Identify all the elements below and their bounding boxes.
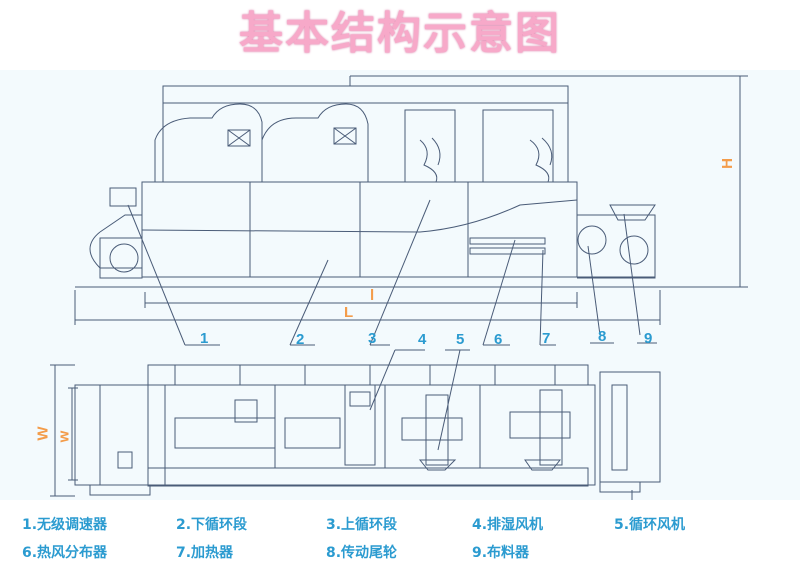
dimension-height-label: H (718, 158, 736, 169)
legend-item: 3.上循环段 (326, 517, 398, 533)
legend-item: 6.热风分布器 (22, 545, 108, 561)
diagram-background (0, 70, 800, 500)
legend-item: 8.传动尾轮 (326, 545, 398, 561)
callout-4: 4 (418, 331, 427, 348)
plan-view (50, 349, 661, 500)
legend-item: 4.排湿风机 (472, 517, 544, 533)
callout-5: 5 (456, 331, 465, 348)
callout-6: 6 (494, 331, 503, 348)
legend-item: 7.加热器 (176, 545, 234, 561)
callout-8: 8 (598, 328, 607, 345)
dimension-inner-length-label: l (370, 287, 375, 304)
legend-item: 1.无级调速器 (22, 517, 108, 533)
callout-7: 7 (542, 330, 551, 347)
callout-2: 2 (296, 331, 305, 348)
callout-9: 9 (644, 330, 653, 347)
dimension-width-label: W (34, 426, 52, 441)
legend-item: 9.布料器 (472, 545, 530, 561)
legend-item: 5.循环风机 (614, 517, 686, 533)
page-title: 基本结构示意图 (239, 8, 561, 59)
side-view (74, 75, 748, 346)
callout-3: 3 (368, 330, 377, 347)
dimension-length-label: L (344, 304, 354, 321)
dimension-inner-width-label: w (55, 430, 73, 443)
structure-diagram (50, 75, 748, 500)
callout-1: 1 (200, 330, 209, 347)
legend-item: 2.下循环段 (176, 517, 248, 533)
